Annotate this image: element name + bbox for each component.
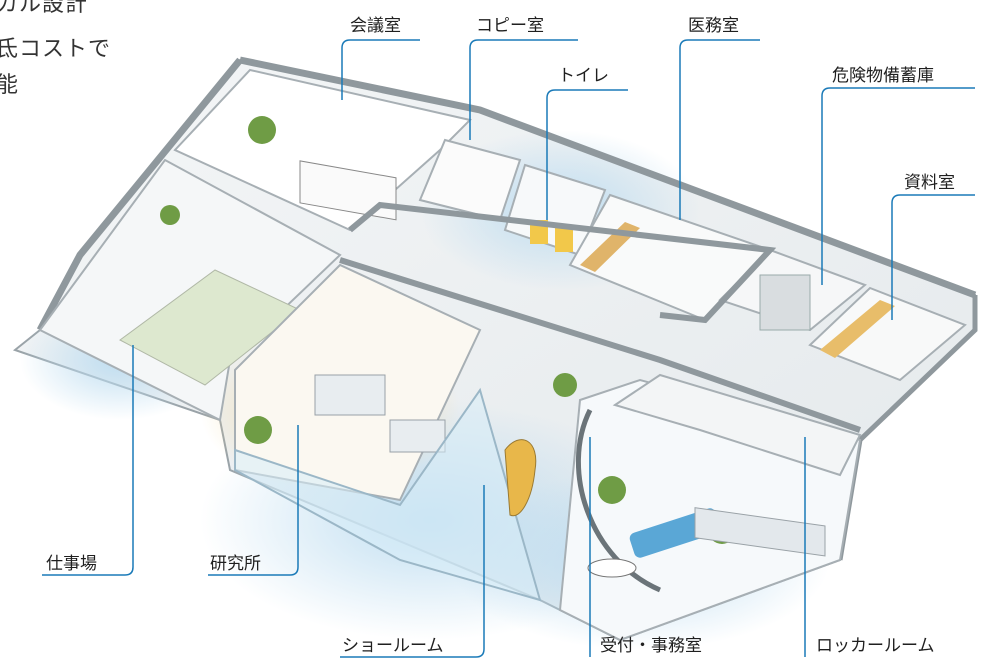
leader-lab: [208, 425, 299, 576]
label-showroom: ショールーム: [342, 636, 444, 656]
label-copy-room: コピー室: [476, 16, 544, 36]
label-hazard-storage: 危険物備蓄庫: [832, 66, 934, 86]
lobby-table: [587, 558, 637, 578]
label-reception-office: 受付・事務室: [600, 636, 702, 656]
locker-room: [612, 373, 862, 477]
whiteboard: [299, 160, 397, 221]
toilet-door-b: [555, 228, 573, 252]
archive-shelf: [820, 300, 895, 358]
label-toilet: トイレ: [558, 66, 609, 86]
lobby-plant-left: [598, 476, 626, 504]
outer-wall-top: [239, 56, 977, 299]
leader-medical: [679, 39, 760, 220]
label-locker-room: ロッカールーム: [816, 636, 935, 656]
leader-archive: [891, 194, 975, 320]
archive-room: [808, 286, 967, 382]
corridor-plant: [553, 373, 577, 397]
workplace-plant: [160, 205, 180, 225]
showroom-sculpture: [504, 439, 537, 517]
label-workplace: 仕事場: [46, 554, 97, 574]
leader-showroom: [340, 485, 485, 658]
corridor-wall-lower: [339, 257, 861, 433]
leader-workplace: [42, 345, 134, 576]
label-lab: 研究所: [210, 554, 261, 574]
leader-lines: [42, 39, 975, 658]
intro-line-1: カル設計: [0, 0, 89, 17]
showroom-glass: [234, 387, 542, 602]
label-meeting-room: 会議室: [350, 16, 401, 36]
reception-counter-curve: [575, 408, 661, 593]
leader-copy: [469, 39, 578, 140]
lab-bench: [389, 419, 446, 453]
leader-toilet: [546, 89, 628, 220]
intro-line-3: 能: [0, 73, 20, 98]
intro-line-2: 氐コストで: [0, 37, 112, 62]
corridor-wall-upper: [348, 201, 777, 324]
hazard-cabinet: [759, 274, 811, 331]
leader-meeting: [341, 39, 420, 100]
lab-plant: [244, 416, 272, 444]
lockers: [694, 507, 826, 557]
lab-counter: [314, 374, 386, 416]
label-archive-room: 資料室: [904, 173, 955, 193]
label-medical-room: 医務室: [688, 16, 739, 36]
leader-hazard: [821, 87, 975, 285]
meeting-plant: [248, 116, 276, 144]
outer-wall-left: [36, 57, 243, 332]
